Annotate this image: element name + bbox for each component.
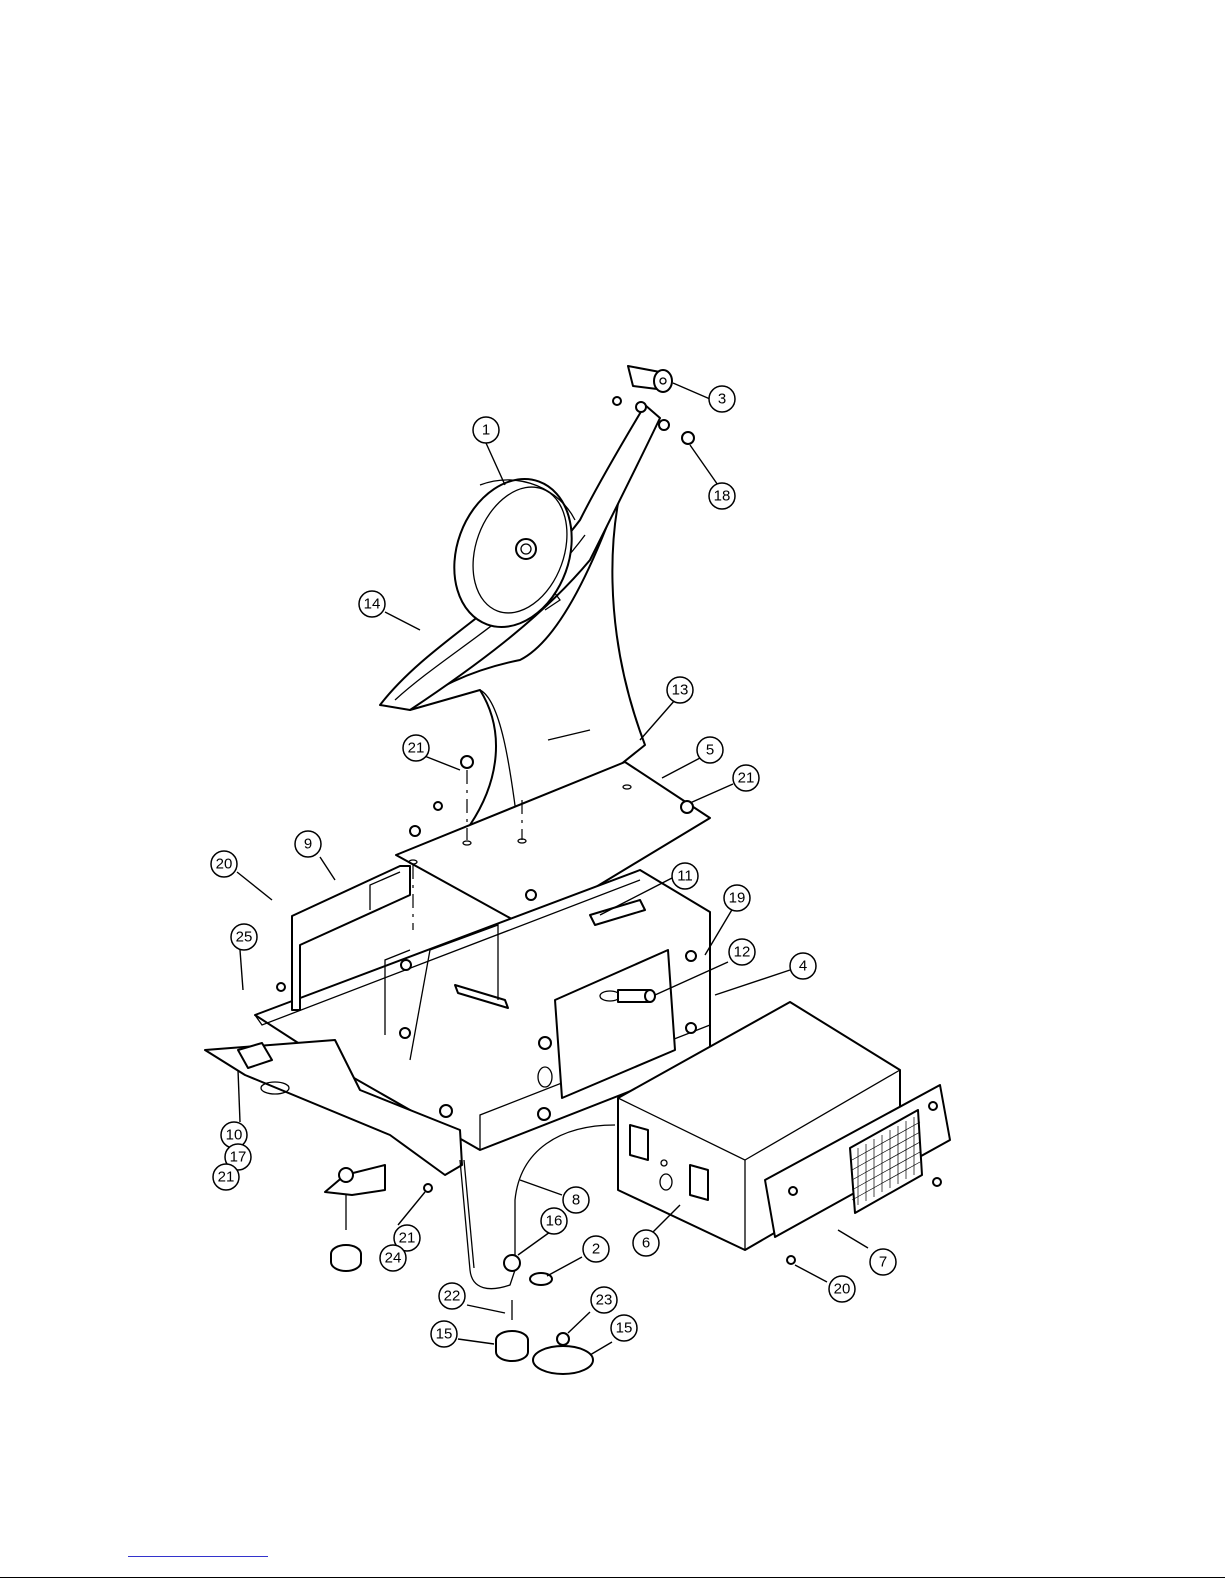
callout-16: 16 [541,1208,567,1234]
roller-part-3 [628,366,672,392]
svg-text:15: 15 [436,1326,453,1343]
callout-7: 7 [870,1249,896,1275]
callout-20-left: 20 [211,851,237,877]
label-21-left-stack: 21 [213,1164,239,1190]
callout-9: 9 [295,831,321,857]
svg-text:5: 5 [706,742,714,759]
svg-text:12: 12 [734,944,751,961]
svg-text:13: 13 [672,682,689,699]
svg-text:24: 24 [385,1250,402,1267]
svg-text:3: 3 [718,391,726,408]
svg-text:25: 25 [236,929,253,946]
screw-part-18 [682,432,694,444]
callout-5: 5 [697,737,723,763]
page-bottom-rule [0,1577,1225,1578]
callout-14: 14 [359,591,385,617]
svg-text:8: 8 [572,1192,580,1209]
svg-text:21: 21 [738,770,755,787]
callout-21-top-right: 21 [733,765,759,791]
callout-1: 1 [473,417,499,443]
callout-8: 8 [563,1187,589,1213]
svg-text:9: 9 [304,836,312,853]
callout-6: 6 [633,1230,659,1256]
callout-22: 22 [439,1283,465,1309]
svg-text:10: 10 [226,1127,243,1144]
svg-text:15: 15 [616,1320,633,1337]
callout-18: 18 [709,483,735,509]
callout-19: 19 [724,885,750,911]
svg-text:21: 21 [218,1169,235,1186]
callout-15-left: 15 [431,1321,457,1347]
callout-21-top-left: 21 [403,735,429,761]
svg-text:4: 4 [799,958,807,975]
svg-text:6: 6 [642,1235,650,1252]
callout-25: 25 [231,924,257,950]
svg-text:17: 17 [230,1149,247,1166]
callout-11: 11 [672,863,698,889]
svg-text:22: 22 [444,1288,461,1305]
svg-text:1: 1 [482,422,490,439]
svg-text:16: 16 [546,1213,563,1230]
svg-text:14: 14 [364,596,381,613]
callout-15-right: 15 [611,1315,637,1341]
callout-13: 13 [667,677,693,703]
callout-4: 4 [790,953,816,979]
svg-text:7: 7 [879,1254,887,1271]
svg-text:2: 2 [592,1241,600,1258]
svg-text:20: 20 [216,856,233,873]
svg-text:11: 11 [677,868,693,885]
svg-text:19: 19 [729,890,746,907]
callout-23: 23 [591,1287,617,1313]
callout-12: 12 [729,939,755,965]
svg-text:18: 18 [714,488,731,505]
svg-text:20: 20 [834,1281,851,1298]
svg-text:21: 21 [399,1230,416,1247]
label-24: 24 [380,1245,406,1271]
callout-3: 3 [709,386,735,412]
callout-20-bottom: 20 [829,1276,855,1302]
pedestal-arm-assembly [380,366,694,845]
svg-text:21: 21 [408,740,425,757]
footer-link-underline [128,1556,268,1557]
callout-2: 2 [583,1236,609,1262]
svg-text:23: 23 [596,1292,613,1309]
